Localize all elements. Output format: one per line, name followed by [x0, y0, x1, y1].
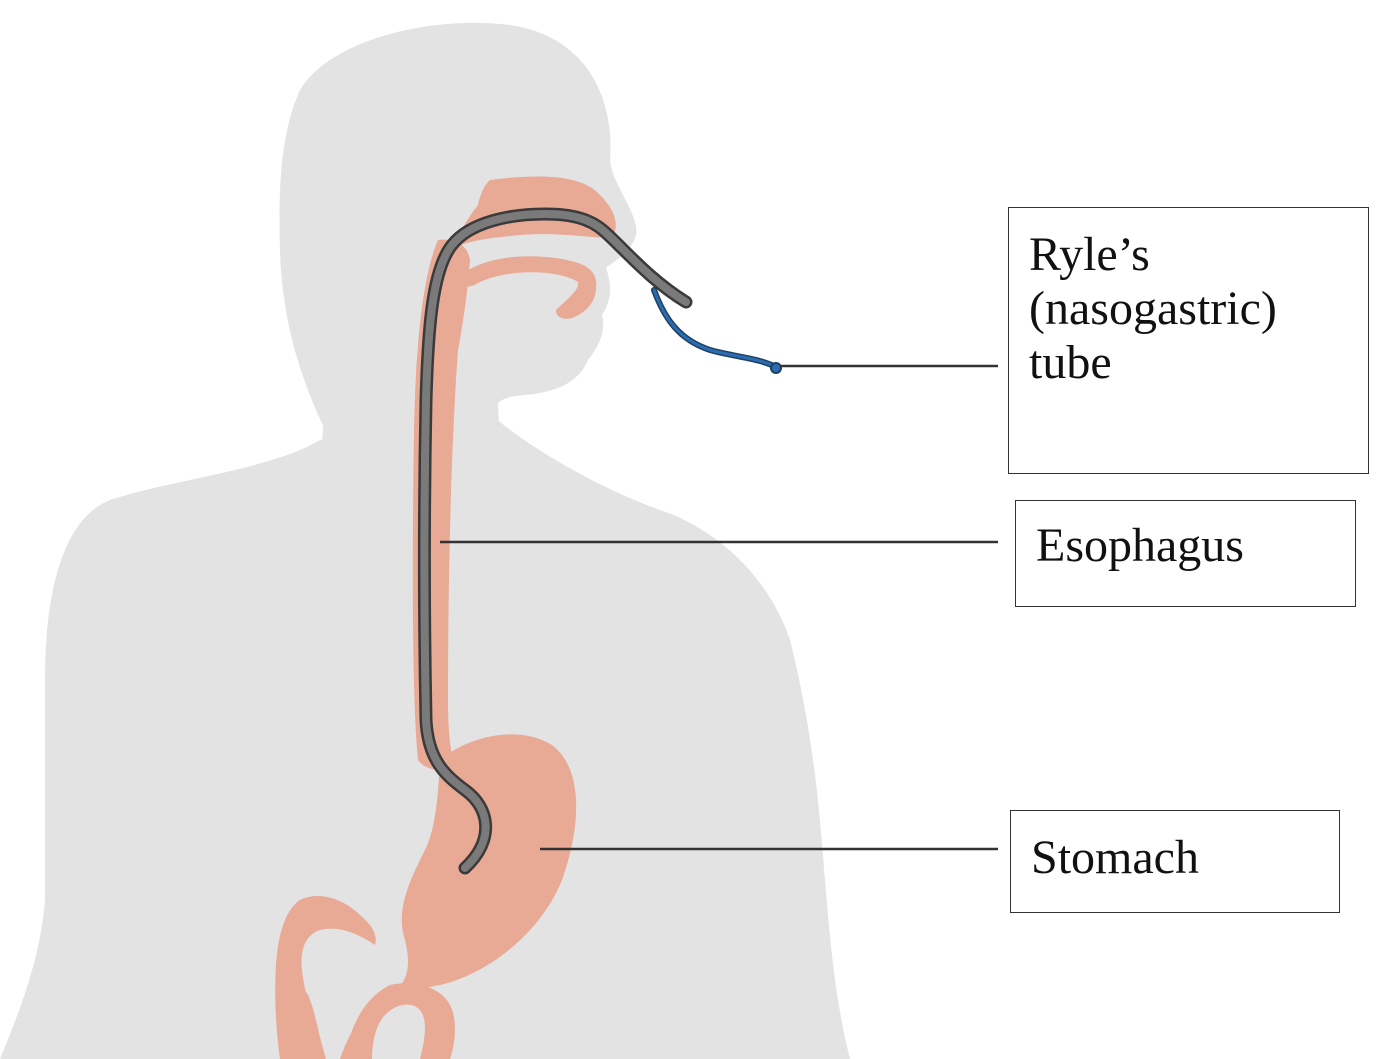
- label-text: Stomach: [1031, 831, 1319, 885]
- label-text: Esophagus: [1036, 519, 1335, 573]
- label-line: Ryle’s: [1029, 228, 1348, 282]
- label-line: tube: [1029, 336, 1348, 390]
- label-line: (nasogastric): [1029, 282, 1348, 336]
- label-ryles-tube: Ryle’s (nasogastric) tube: [1008, 207, 1369, 474]
- tube-tip-connector: [771, 363, 781, 373]
- label-stomach: Stomach: [1010, 810, 1340, 913]
- tube-external-end: [654, 290, 778, 368]
- label-esophagus: Esophagus: [1015, 500, 1356, 607]
